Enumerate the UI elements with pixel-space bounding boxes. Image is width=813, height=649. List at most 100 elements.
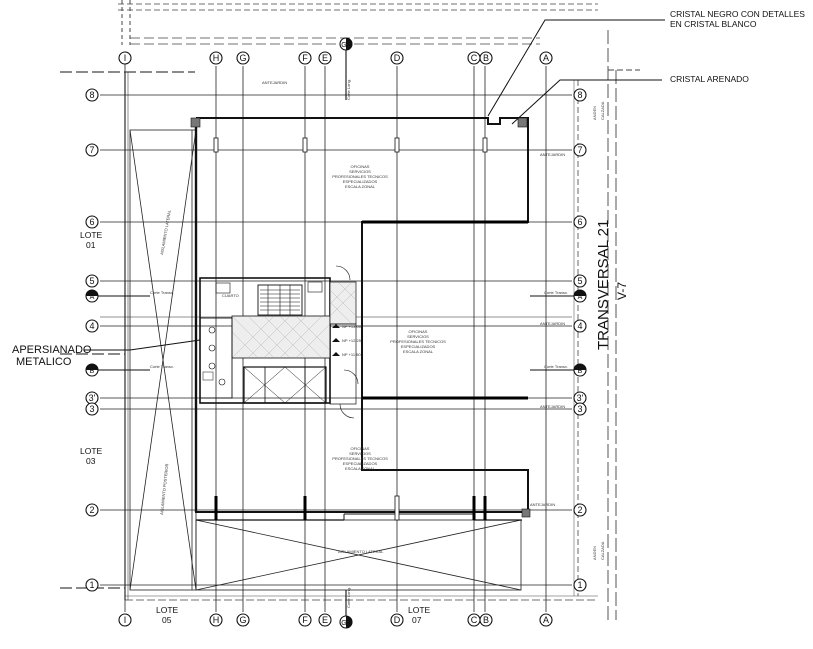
svg-text:H: H — [213, 53, 220, 63]
svg-text:2: 2 — [89, 505, 94, 515]
section-marker-B-left: B — [85, 363, 150, 377]
note-antejardin-7: ANTEJARDIN — [540, 152, 565, 157]
room-note-cuarto: CUARTO — [222, 293, 239, 298]
grid-bubble-C-top: C — [467, 51, 481, 65]
callout-apersianado-1: APERSIANADO — [12, 344, 92, 356]
grid-bubble-3-left: 3 — [85, 402, 99, 416]
section-marker-G-top: G — [339, 37, 353, 100]
svg-text:OFICINAS: OFICINAS — [409, 329, 428, 334]
grid-bubbles-bottom: I H G F E D C B A — [118, 613, 553, 627]
street-code: V-7 — [615, 282, 629, 300]
svg-text:F: F — [302, 53, 308, 63]
lot-05-label: LOTE — [156, 605, 179, 615]
svg-text:I: I — [124, 53, 127, 63]
grid-bubble-5-left: 5 — [85, 274, 99, 288]
setback-note-lateral-bottom: AISLAMIENTO LATERAL — [338, 549, 384, 554]
grid-bubbles-top: I H G F E D C B A — [118, 51, 553, 65]
svg-text:SERVICIOS: SERVICIOS — [407, 334, 429, 339]
svg-text:PROFESIONALES TECNICOS: PROFESIONALES TECNICOS — [390, 339, 446, 344]
svg-text:A: A — [578, 294, 583, 301]
structural-walls — [214, 220, 528, 520]
setback-note-lateral: AISLAMIENTO LATERAL — [159, 209, 172, 255]
level-marker-3: NP +11.50 — [342, 352, 361, 357]
grid-bubble-5-right: 5 — [573, 274, 587, 288]
callout-cristal-negro-2: EN CRISTAL BLANCO — [670, 19, 757, 29]
grid-lines-columns — [124, 58, 547, 612]
grid-bubble-A-bottom: A — [539, 613, 553, 627]
note-anden-top: ANDEN — [592, 106, 597, 120]
svg-text:PROFESIONALES TECNICOS: PROFESIONALES TECNICOS — [332, 174, 388, 179]
svg-text:ESCALA ZONAL: ESCALA ZONAL — [403, 349, 434, 354]
room-note-middle: OFICINAS SERVICIOS PROFESIONALES TECNICO… — [390, 329, 446, 354]
grid-bubble-H-top: H — [209, 51, 223, 65]
grid-bubble-7-left: 7 — [85, 143, 99, 157]
svg-text:3: 3 — [89, 404, 94, 414]
callout-leaders — [84, 19, 665, 351]
callout-apersianado-2: METALICO — [16, 356, 72, 368]
note-antejardin-4: ANTEJARDIN — [540, 321, 565, 326]
section-marker-A-left: A — [85, 289, 150, 303]
grid-bubble-3p-right: 3' — [573, 391, 587, 405]
svg-text:8: 8 — [89, 90, 94, 100]
grid-bubble-1-right: 1 — [573, 578, 587, 592]
svg-text:H: H — [213, 615, 220, 625]
svg-text:A: A — [90, 294, 95, 301]
svg-text:1: 1 — [577, 580, 582, 590]
grid-bubble-F-top: F — [298, 51, 312, 65]
svg-text:6: 6 — [577, 217, 582, 227]
svg-text:G: G — [239, 615, 246, 625]
svg-text:B: B — [483, 615, 489, 625]
svg-text:B: B — [90, 368, 95, 375]
svg-text:6: 6 — [89, 217, 94, 227]
grid-bubble-C-bottom: C — [467, 613, 481, 627]
svg-text:5: 5 — [577, 276, 582, 286]
svg-text:E: E — [322, 615, 328, 625]
level-marker-1: NP +13.00 — [342, 324, 362, 329]
note-corte-a-right: Corte Transv. — [544, 290, 568, 295]
svg-text:ESCALA ZONAL: ESCALA ZONAL — [345, 184, 376, 189]
section-marker-G-bottom: G — [339, 590, 353, 629]
svg-text:F: F — [302, 615, 308, 625]
svg-text:SERVICIOS: SERVICIOS — [349, 169, 371, 174]
grid-bubble-7-right: 7 — [573, 143, 587, 157]
grid-bubble-1-left: 1 — [85, 578, 99, 592]
svg-text:4: 4 — [89, 321, 94, 331]
room-note-lower: OFICINAS SERVICIOS PROFESIONALES TECNICO… — [332, 446, 388, 471]
svg-text:D: D — [394, 53, 401, 63]
svg-text:3': 3' — [89, 393, 96, 403]
note-antejardin-top: ANTEJARDIN — [262, 80, 287, 85]
svg-text:ESPECIALIZADOS: ESPECIALIZADOS — [343, 461, 378, 466]
svg-text:ESPECIALIZADOS: ESPECIALIZADOS — [401, 344, 436, 349]
grid-bubble-G-bottom: G — [236, 613, 250, 627]
svg-text:B: B — [483, 53, 489, 63]
section-markers: A A B B G G — [85, 37, 587, 629]
grid-bubble-8-right: 8 — [573, 88, 587, 102]
note-corte-b: Corte Transv. — [150, 364, 174, 369]
svg-text:I: I — [124, 615, 127, 625]
svg-text:7: 7 — [577, 145, 582, 155]
street-name: TRANSVERSAL 21 — [595, 220, 612, 350]
note-corte-long-top: Corte Long. — [346, 79, 351, 100]
grid-bubble-B-bottom: B — [479, 613, 493, 627]
grid-bubble-6-left: 6 — [85, 215, 99, 229]
grid-bubbles-right: 8 7 6 5 4 3' 3 2 1 — [573, 88, 587, 592]
svg-text:G: G — [341, 620, 346, 627]
svg-text:G: G — [239, 53, 246, 63]
svg-text:A: A — [543, 615, 549, 625]
level-markers: NP +13.00 NP +12.25 NP +11.50 — [332, 324, 362, 357]
setback-left — [129, 129, 197, 591]
section-marker-A-right: A — [530, 289, 587, 303]
svg-text:E: E — [322, 53, 328, 63]
grid-bubbles-left: 8 7 6 5 4 3' 3 2 1 — [85, 88, 99, 592]
note-anden-bottom: ANDEN — [592, 546, 597, 560]
lot-03-label: LOTE — [80, 446, 103, 456]
grid-bubble-I-bottom: I — [118, 613, 132, 627]
grid-bubble-3p-left: 3' — [85, 391, 99, 405]
svg-text:C: C — [471, 615, 478, 625]
callout-cristal-negro-1: CRISTAL NEGRO CON DETALLES — [670, 9, 805, 19]
svg-text:2: 2 — [577, 505, 582, 515]
svg-text:B: B — [578, 368, 583, 375]
grid-bubble-B-top: B — [479, 51, 493, 65]
grid-bubble-F-bottom: F — [298, 613, 312, 627]
